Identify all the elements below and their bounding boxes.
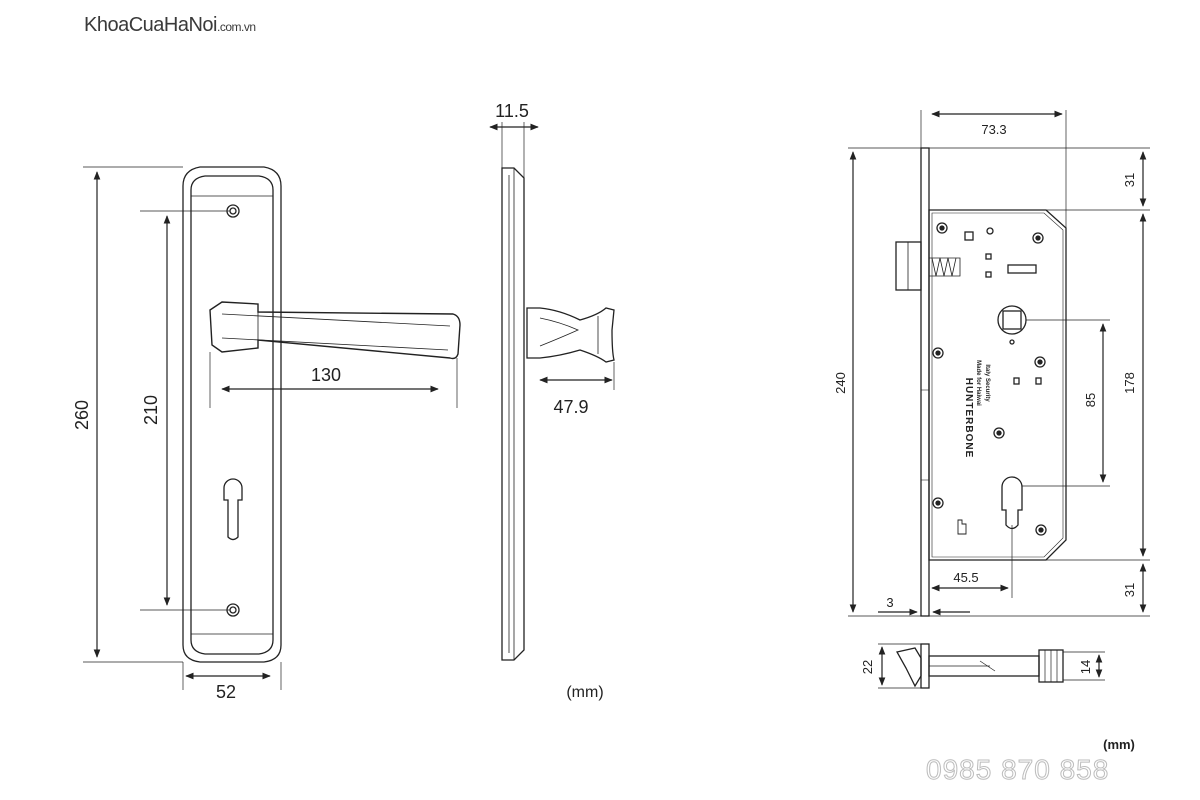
dim-bolt-width: 14 xyxy=(1078,660,1093,674)
dim-side-thickness: 11.5 xyxy=(495,101,529,121)
dim-bolt-height: 22 xyxy=(860,660,875,674)
dim-side-projection: 47.9 xyxy=(553,397,588,417)
dim-faceplate-length: 240 xyxy=(833,372,848,394)
lock-body-view xyxy=(848,110,1150,617)
dim-body-height: 178 xyxy=(1122,372,1137,394)
dim-center-distance: 85 xyxy=(1083,393,1098,407)
dim-top-margin: 31 xyxy=(1122,173,1137,187)
dim-bottom-margin: 31 xyxy=(1122,583,1137,597)
engraving-brand: HUNTERBONE xyxy=(963,378,974,459)
bolt-bottom-view xyxy=(878,643,1105,689)
brand-name: KhoaCuaHaNoi xyxy=(84,14,217,36)
engraving-line-3: Italy Security xyxy=(984,364,990,402)
dim-handle-length: 130 xyxy=(311,365,341,385)
unit-label-lock: (mm) xyxy=(1103,737,1135,752)
dim-plate-height: 260 xyxy=(72,400,92,430)
handle-side-view xyxy=(489,122,615,661)
lock-engraving: HUNTERBONE Made for Haiwai Italy Securit… xyxy=(963,360,990,458)
dim-hole-spacing: 210 xyxy=(141,395,161,425)
dim-faceplate-thickness: 3 xyxy=(886,595,893,610)
brand-suffix: .com.vn xyxy=(216,20,256,34)
dim-lock-depth: 73.3 xyxy=(981,122,1006,137)
dim-backset: 45.5 xyxy=(953,570,978,585)
handle-front-view xyxy=(83,166,461,690)
unit-label-handle: (mm) xyxy=(566,684,603,701)
brand-logo: KhoaCuaHaNoi.com.vn xyxy=(84,14,256,37)
dim-plate-width: 52 xyxy=(216,682,236,702)
phone-number: 0985 870 858 xyxy=(925,754,1110,786)
engraving-line-2: Made for Haiwai xyxy=(975,360,981,406)
